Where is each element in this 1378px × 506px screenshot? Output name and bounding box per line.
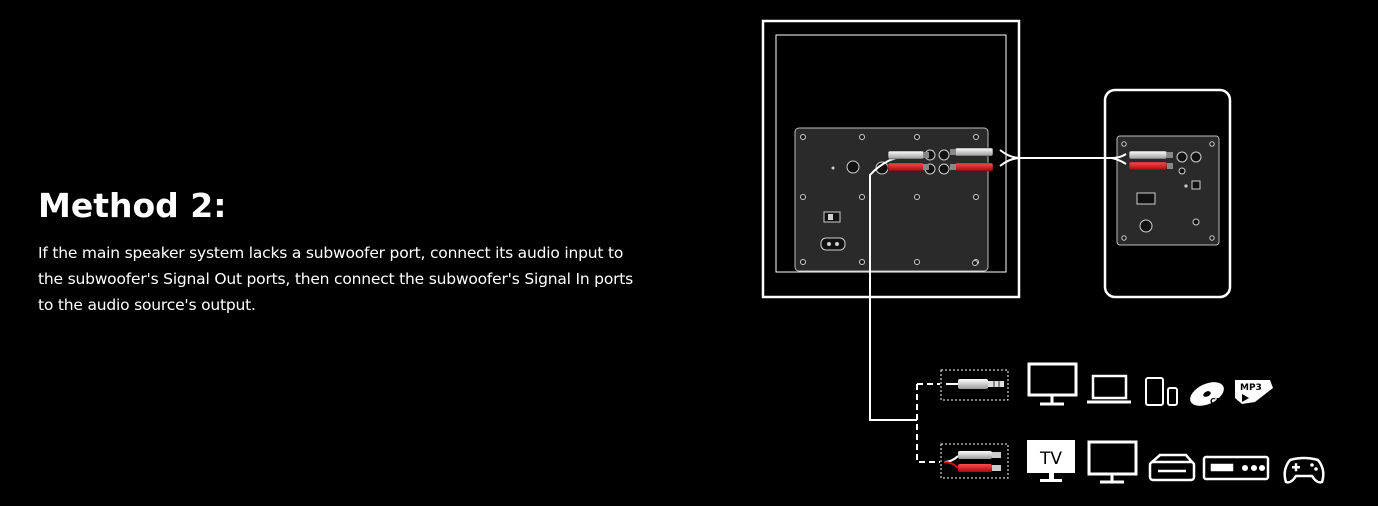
set-top-box-icon [1148,453,1196,482]
method-text-block: Method 2: If the main speaker system lac… [38,184,648,318]
tv-label: TV [1039,449,1062,469]
gamepad-icon [1283,456,1325,484]
mp3-player-icon: MP3 [1235,380,1273,404]
cd-icon: CD [1190,382,1224,406]
aux-plug-box [940,369,1009,401]
method-description: If the main speaker system lacks a subwo… [38,244,634,314]
rca-plugs-subwoofer-in [887,150,929,172]
rca-plug-box [940,443,1009,479]
laptop-icon [1087,374,1131,404]
subwoofer-rear-panel [794,127,989,272]
monitor-icon [1027,362,1078,406]
monitor-icon [1087,440,1138,484]
tablet-phone-icon [1145,377,1178,406]
method-title: Method 2: [38,186,227,225]
dvd-player-icon [1202,455,1270,481]
subwoofer [761,19,1021,299]
signal-out-cable [999,149,1127,167]
rca-plugs-speaker-in [1128,150,1173,171]
dashed-branch-lines [916,383,940,463]
main-speaker [1103,88,1232,299]
rca-plugs-subwoofer-out [950,147,994,172]
cd-label: CD [1210,397,1223,406]
mp3-label: MP3 [1240,383,1262,393]
tv-icon: TV [1027,440,1075,482]
